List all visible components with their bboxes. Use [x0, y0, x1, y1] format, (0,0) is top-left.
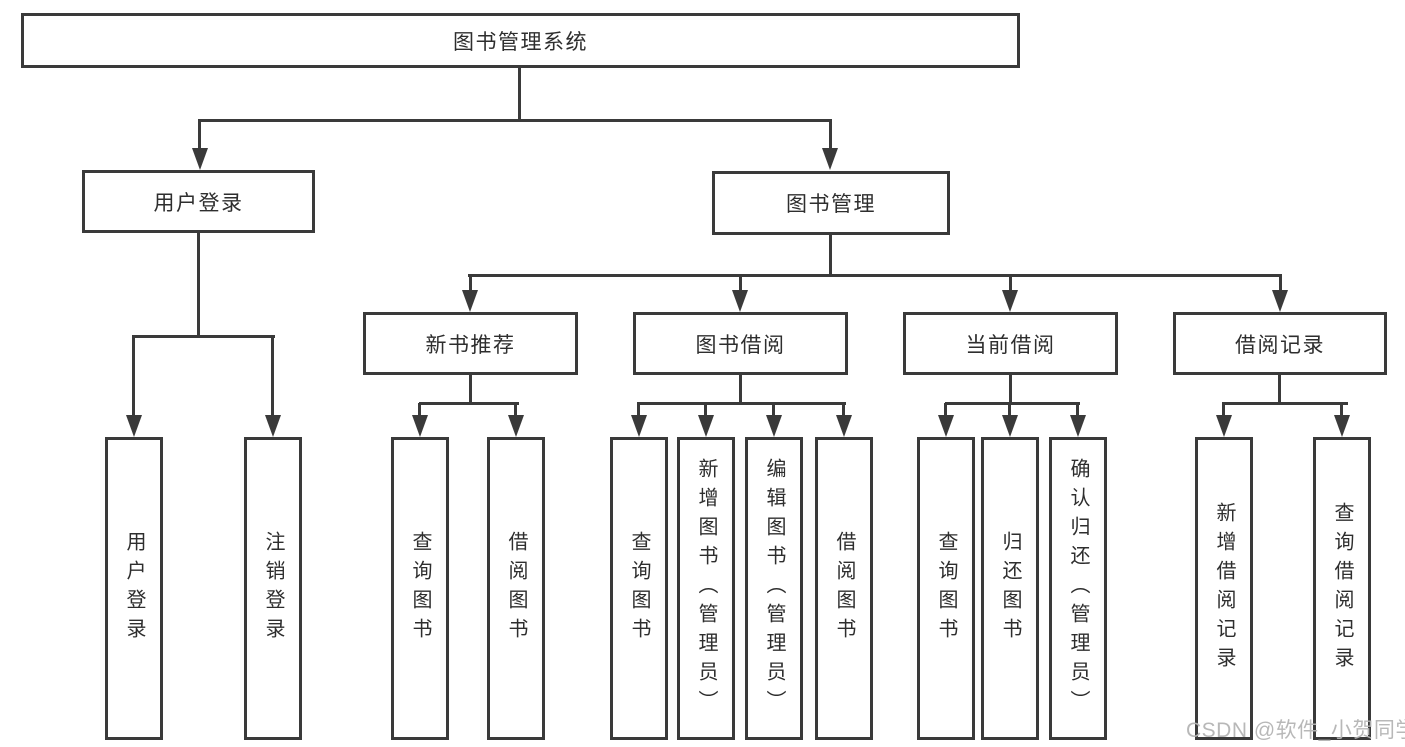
node-leaf-return-book: 归还图书: [981, 437, 1039, 740]
connector-line-v: [1008, 403, 1011, 417]
node-leaf-query-book-2: 查询图书: [610, 437, 668, 740]
node-label: 归还图书: [999, 530, 1021, 647]
connector-line-v: [514, 403, 517, 417]
node-label: 新书推荐: [425, 333, 516, 357]
node-label: 借阅图书: [833, 530, 855, 647]
node-leaf-query-book-1: 查询图书: [391, 437, 449, 740]
node-leaf-user-login: 用户登录: [105, 437, 163, 740]
connector-line-v: [469, 375, 472, 404]
arrow-down-icon: [1334, 415, 1350, 437]
connector-line-h: [198, 119, 832, 122]
connector-line-v: [418, 403, 421, 417]
arrow-down-icon: [412, 415, 428, 437]
connector-line-v: [1009, 375, 1012, 404]
connector-line-v: [469, 275, 472, 292]
arrow-down-icon: [462, 290, 478, 312]
connector-line-v: [198, 119, 201, 149]
arrow-down-icon: [732, 290, 748, 312]
connector-line-h: [637, 402, 846, 405]
node-label: 查询图书: [628, 530, 650, 647]
node-label: 新增图书（管理员）: [695, 458, 717, 719]
node-label: 当前借阅: [965, 333, 1056, 357]
node-leaf-logout: 注销登录: [244, 437, 302, 740]
csdn-watermark: CSDN @软件_小贺同学: [1186, 719, 1405, 742]
connector-line-v: [1222, 403, 1225, 417]
node-new-book-recommend: 新书推荐: [363, 312, 578, 375]
arrow-down-icon: [1002, 290, 1018, 312]
node-label: 查询图书: [409, 530, 431, 647]
arrow-down-icon: [1272, 290, 1288, 312]
connector-line-v: [132, 335, 135, 417]
arrow-down-icon: [1216, 415, 1232, 437]
node-current-borrow: 当前借阅: [903, 312, 1118, 375]
connector-line-v: [1278, 375, 1281, 404]
connector-line-v: [829, 235, 832, 276]
arrow-down-icon: [192, 148, 208, 170]
arrow-down-icon: [766, 415, 782, 437]
arrow-down-icon: [265, 415, 281, 437]
node-leaf-confirm-return-admin: 确认归还（管理员）: [1049, 437, 1107, 740]
node-label: 查询图书: [935, 530, 957, 647]
connector-line-h: [419, 402, 519, 405]
arrow-down-icon: [1070, 415, 1086, 437]
connector-line-v: [772, 403, 775, 417]
connector-line-v: [739, 375, 742, 404]
node-label: 查询借阅记录: [1331, 501, 1353, 676]
arrow-down-icon: [1002, 415, 1018, 437]
connector-line-v: [829, 119, 832, 149]
arrow-down-icon: [836, 415, 852, 437]
connector-line-v: [1076, 403, 1079, 417]
node-leaf-borrow-book-1: 借阅图书: [487, 437, 545, 740]
node-book-management: 图书管理: [712, 171, 950, 235]
node-label: 用户登录: [153, 191, 244, 215]
node-label: 确认归还（管理员）: [1067, 458, 1089, 719]
connector-line-h: [945, 402, 1080, 405]
connector-line-v: [1279, 275, 1282, 292]
node-label: 图书管理系统: [453, 30, 588, 54]
node-label: 图书管理: [786, 193, 876, 216]
arrow-down-icon: [631, 415, 647, 437]
node-label: 借阅记录: [1235, 333, 1325, 357]
node-label: 编辑图书（管理员）: [763, 458, 785, 719]
arrow-down-icon: [822, 148, 838, 170]
node-leaf-borrow-book-2: 借阅图书: [815, 437, 873, 740]
connector-line-v: [637, 403, 640, 417]
node-leaf-add-borrow-record: 新增借阅记录: [1195, 437, 1253, 740]
connector-line-h: [132, 335, 275, 338]
connector-line-v: [518, 68, 521, 120]
connector-line-v: [944, 403, 947, 417]
arrow-down-icon: [938, 415, 954, 437]
arrow-down-icon: [508, 415, 524, 437]
node-label: 注销登录: [262, 530, 284, 647]
node-leaf-query-borrow-record: 查询借阅记录: [1313, 437, 1371, 740]
node-book-borrow: 图书借阅: [633, 312, 848, 375]
connector-line-v: [271, 335, 274, 417]
node-label: 图书借阅: [695, 333, 786, 357]
connector-line-v: [1340, 403, 1343, 417]
node-label: 借阅图书: [505, 530, 527, 647]
connector-line-v: [739, 275, 742, 292]
connector-line-h: [1222, 402, 1348, 405]
connector-line-v: [197, 233, 200, 336]
node-leaf-query-book-3: 查询图书: [917, 437, 975, 740]
node-label: 新增借阅记录: [1213, 501, 1235, 676]
arrow-down-icon: [126, 415, 142, 437]
node-user-login: 用户登录: [82, 170, 315, 233]
connector-line-v: [704, 403, 707, 417]
node-label: 用户登录: [123, 530, 145, 647]
node-library-system: 图书管理系统: [21, 13, 1020, 68]
node-borrow-record: 借阅记录: [1173, 312, 1387, 375]
node-leaf-edit-book-admin: 编辑图书（管理员）: [745, 437, 803, 740]
arrow-down-icon: [698, 415, 714, 437]
connector-line-v: [1009, 275, 1012, 292]
connector-line-v: [842, 403, 845, 417]
connector-line-h: [468, 274, 1282, 277]
node-leaf-add-book-admin: 新增图书（管理员）: [677, 437, 735, 740]
